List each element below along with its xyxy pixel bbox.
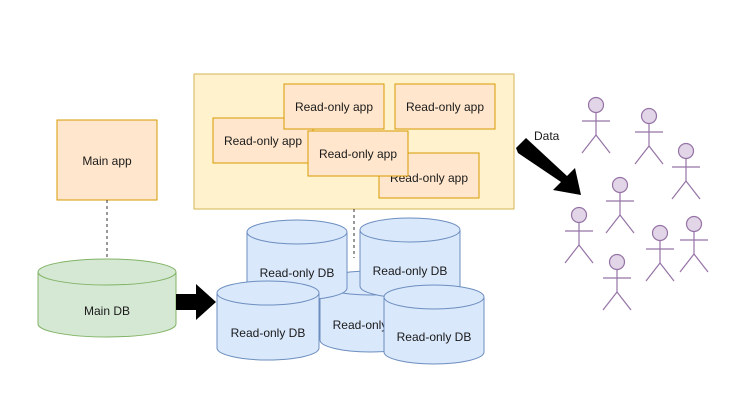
read-only-db-node[interactable]: Read-only DB <box>383 284 485 365</box>
read-only-app-label: Read-only app <box>406 100 484 114</box>
read-only-app-label: Read-only app <box>295 100 373 114</box>
read-only-app-node[interactable]: Read-only app <box>307 130 409 177</box>
main-db-label: Main DB <box>84 304 130 318</box>
main-db-node[interactable]: Main DB <box>37 258 177 338</box>
data-arrow <box>516 138 581 195</box>
read-only-db-label: Read-only DB <box>260 266 335 280</box>
actor-icon <box>634 107 664 165</box>
read-only-db-label: Read-only DB <box>373 264 448 278</box>
read-only-app-node[interactable]: Read-only app <box>394 83 496 130</box>
actor-icon <box>679 215 709 273</box>
actor-icon <box>602 253 632 311</box>
read-only-db-label: Read-only DB <box>231 326 306 340</box>
actor-icon <box>671 142 701 200</box>
data-arrow-label: Data <box>534 129 560 143</box>
actor-icon <box>605 176 635 234</box>
actor-icon <box>581 96 611 154</box>
read-only-app-label: Read-only app <box>224 134 302 148</box>
read-only-db-label: Read-only DB <box>397 330 472 344</box>
read-only-app-label: Read-only app <box>390 171 468 185</box>
actor-icon <box>564 206 594 264</box>
actor-icon <box>645 224 675 282</box>
main-app-node[interactable]: Main app <box>56 119 158 201</box>
read-only-app-node[interactable]: Read-only app <box>283 83 385 130</box>
replication-arrow <box>176 284 216 320</box>
main-app-label: Main app <box>82 154 132 168</box>
users-group <box>564 96 709 311</box>
read-only-db-node[interactable]: Read-only DB <box>216 280 320 361</box>
read-only-app-label: Read-only app <box>319 147 397 161</box>
read-only-db-node[interactable]: Read-only DB <box>359 217 461 299</box>
